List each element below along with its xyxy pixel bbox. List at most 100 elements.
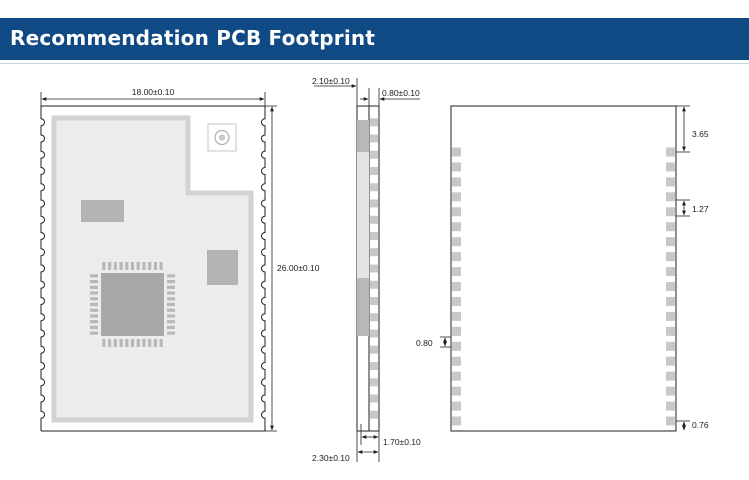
side-pad xyxy=(370,248,378,257)
side-pad xyxy=(370,264,378,273)
qfn-pin xyxy=(167,308,175,312)
side-view-shield-lower xyxy=(357,278,369,336)
side-pad xyxy=(370,362,378,370)
footprint-pad-right xyxy=(666,207,675,217)
antenna-ring-icon xyxy=(214,129,230,146)
footprint-pad-left xyxy=(452,296,461,306)
qfn-pin xyxy=(167,325,175,330)
qfn-pin xyxy=(167,285,175,289)
footprint-pad-left xyxy=(452,386,461,396)
bottom-offset-label: 0.76 xyxy=(692,420,709,430)
qfn-pin xyxy=(159,262,163,270)
qfn-pin xyxy=(90,291,98,295)
qfn-pin xyxy=(90,320,98,324)
side-pad xyxy=(370,297,378,305)
qfn-pin xyxy=(148,339,152,347)
qfn-pin xyxy=(167,279,175,284)
footprint-pad-left xyxy=(452,252,461,262)
qfn-pin xyxy=(167,291,175,295)
qfn-chip xyxy=(101,273,164,336)
qfn-pin xyxy=(142,262,146,270)
side-component xyxy=(207,250,238,285)
side-pad xyxy=(370,215,378,224)
page-title: Recommendation PCB Footprint xyxy=(10,26,376,50)
footprint-pad-right xyxy=(666,267,675,277)
qfn-pin xyxy=(119,262,123,270)
top-view-right-castellation xyxy=(261,106,266,431)
footprint-pad-left xyxy=(452,371,461,381)
qfn-pin xyxy=(148,262,152,270)
qfn-pin xyxy=(113,339,117,347)
footprint-pad-left xyxy=(452,311,461,321)
qfn-pin xyxy=(125,339,129,347)
side-view-shield-mid xyxy=(357,152,369,278)
qfn-pin xyxy=(159,339,163,347)
qfn-pin xyxy=(167,297,175,301)
qfn-pin xyxy=(130,339,135,347)
side-view-shield-upper xyxy=(357,120,369,152)
side-pad xyxy=(370,199,378,208)
top-offset-label: 3.65 xyxy=(692,129,709,139)
width-dimension-label: 18.00±0.10 xyxy=(132,87,175,97)
qfn-pin xyxy=(113,262,117,270)
side-pad xyxy=(370,183,378,192)
side-pad xyxy=(370,280,378,289)
qfn-pin xyxy=(107,262,112,270)
footprint-pad-right xyxy=(666,252,675,262)
qfn-pin xyxy=(90,302,98,307)
footprint-pad-left xyxy=(452,222,461,232)
side-pad xyxy=(370,329,378,338)
footprint-pad-left xyxy=(452,192,461,202)
height-dimension-label: 26.00±0.10 xyxy=(277,263,320,273)
side-bottom-left-label: 2.30±0.10 xyxy=(312,453,350,463)
qfn-pin xyxy=(136,339,140,347)
side-pad xyxy=(370,410,378,419)
footprint-pad-right xyxy=(666,356,675,366)
qfn-pin xyxy=(90,314,98,318)
qfn-pin xyxy=(130,262,135,270)
qfn-pin xyxy=(167,302,175,307)
qfn-pin xyxy=(90,274,98,278)
footprint-pad-left xyxy=(452,356,461,366)
footprint-view: 3.65 1.27 0.80 0.76 xyxy=(416,105,709,432)
footprint-pad-left xyxy=(452,207,461,217)
side-pad xyxy=(370,345,378,354)
footprint-pad-right xyxy=(666,222,675,232)
qfn-pin xyxy=(90,279,98,284)
qfn-pin xyxy=(167,314,175,318)
header-banner: Recommendation PCB Footprint xyxy=(0,18,749,60)
footprint-pad-left xyxy=(452,237,461,247)
antenna-center-icon xyxy=(219,134,225,141)
footprint-pad-right xyxy=(666,311,675,321)
footprint-pad-left xyxy=(452,162,461,172)
qfn-pin xyxy=(102,262,106,270)
footprint-pad-right xyxy=(666,162,675,172)
qfn-pin xyxy=(102,339,106,347)
side-view-pads xyxy=(370,118,378,419)
side-pad xyxy=(370,167,378,175)
footprint-pad-left xyxy=(452,147,461,157)
qfn-pin xyxy=(136,262,140,270)
side-top-right-label: 0.80±0.10 xyxy=(382,88,420,98)
footprint-pad-left xyxy=(452,282,461,291)
footprint-pad-right xyxy=(666,386,675,396)
footprint-pad-right xyxy=(666,177,675,187)
qfn-pin xyxy=(90,308,98,312)
footprint-pad-right xyxy=(666,147,675,157)
qfn-pin xyxy=(107,339,112,347)
qfn-pin xyxy=(125,262,129,270)
footprint-pad-left xyxy=(452,401,461,411)
qfn-pin xyxy=(90,297,98,301)
footprint-pads xyxy=(452,147,675,426)
footprint-pad-right xyxy=(666,416,675,426)
footprint-pad-right xyxy=(666,237,675,247)
crystal-component xyxy=(81,200,124,222)
footprint-pad-left xyxy=(452,341,461,351)
side-pad xyxy=(370,394,378,403)
side-pad xyxy=(370,150,378,159)
qfn-pin xyxy=(119,339,123,347)
footprint-pad-left xyxy=(452,177,461,187)
qfn-pin xyxy=(153,339,158,347)
qfn-pin xyxy=(167,274,175,278)
